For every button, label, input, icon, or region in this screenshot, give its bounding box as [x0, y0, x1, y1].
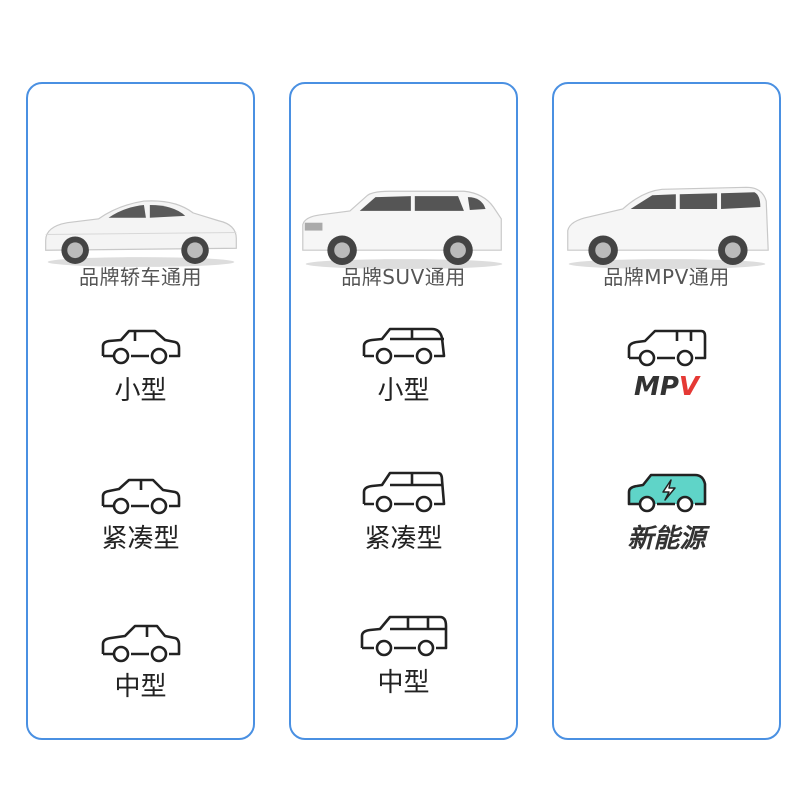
mpv-photo	[567, 186, 769, 269]
mpv-label: MPV	[554, 372, 779, 402]
sedan-photo	[45, 200, 237, 267]
car-type-label: 中型	[114, 672, 167, 702]
suv-type-label: 紧凑型	[364, 524, 443, 554]
sedan-card: 品牌轿车通用 小型 紧凑型 中型	[26, 82, 255, 740]
mpv-label-main: MP	[633, 372, 679, 402]
car-type-label: 小型	[114, 376, 167, 406]
suv-photo	[302, 190, 503, 269]
card-title: 品牌SUV通用	[341, 265, 466, 289]
suv-type-label: 小型	[377, 376, 430, 406]
ev-car-icon	[627, 473, 706, 513]
mpv-label-accent: V	[678, 372, 700, 402]
mpv-type-ev[interactable]: 新能源	[554, 470, 779, 555]
suv-type-small[interactable]: 小型	[291, 324, 516, 407]
mpv-card: 品牌MPV通用 MPV 新能源	[552, 82, 781, 740]
compact-suv-icon	[362, 471, 445, 513]
suv-type-midsize[interactable]: 中型	[291, 612, 516, 699]
mpv-type-mpv[interactable]: MPV	[554, 326, 779, 402]
small-suv-icon	[362, 327, 445, 365]
small-car-icon	[101, 329, 180, 365]
mpv-icon	[627, 329, 706, 367]
suv-type-label: 中型	[377, 668, 430, 698]
car-type-compact[interactable]: 紧凑型	[28, 472, 253, 555]
compact-car-icon	[101, 478, 180, 515]
midsize-suv-icon	[360, 615, 447, 657]
suv-card: 品牌SUV通用 小型 紧凑型 中型	[289, 82, 518, 740]
ev-label: 新能源	[627, 524, 706, 554]
midsize-car-icon	[101, 624, 180, 663]
suv-type-compact[interactable]: 紧凑型	[291, 468, 516, 555]
car-type-small[interactable]: 小型	[28, 324, 253, 407]
car-type-midsize[interactable]: 中型	[28, 620, 253, 703]
card-title: 品牌轿车通用	[79, 265, 202, 289]
car-type-label: 紧凑型	[101, 524, 180, 554]
card-title: 品牌MPV通用	[603, 265, 730, 289]
